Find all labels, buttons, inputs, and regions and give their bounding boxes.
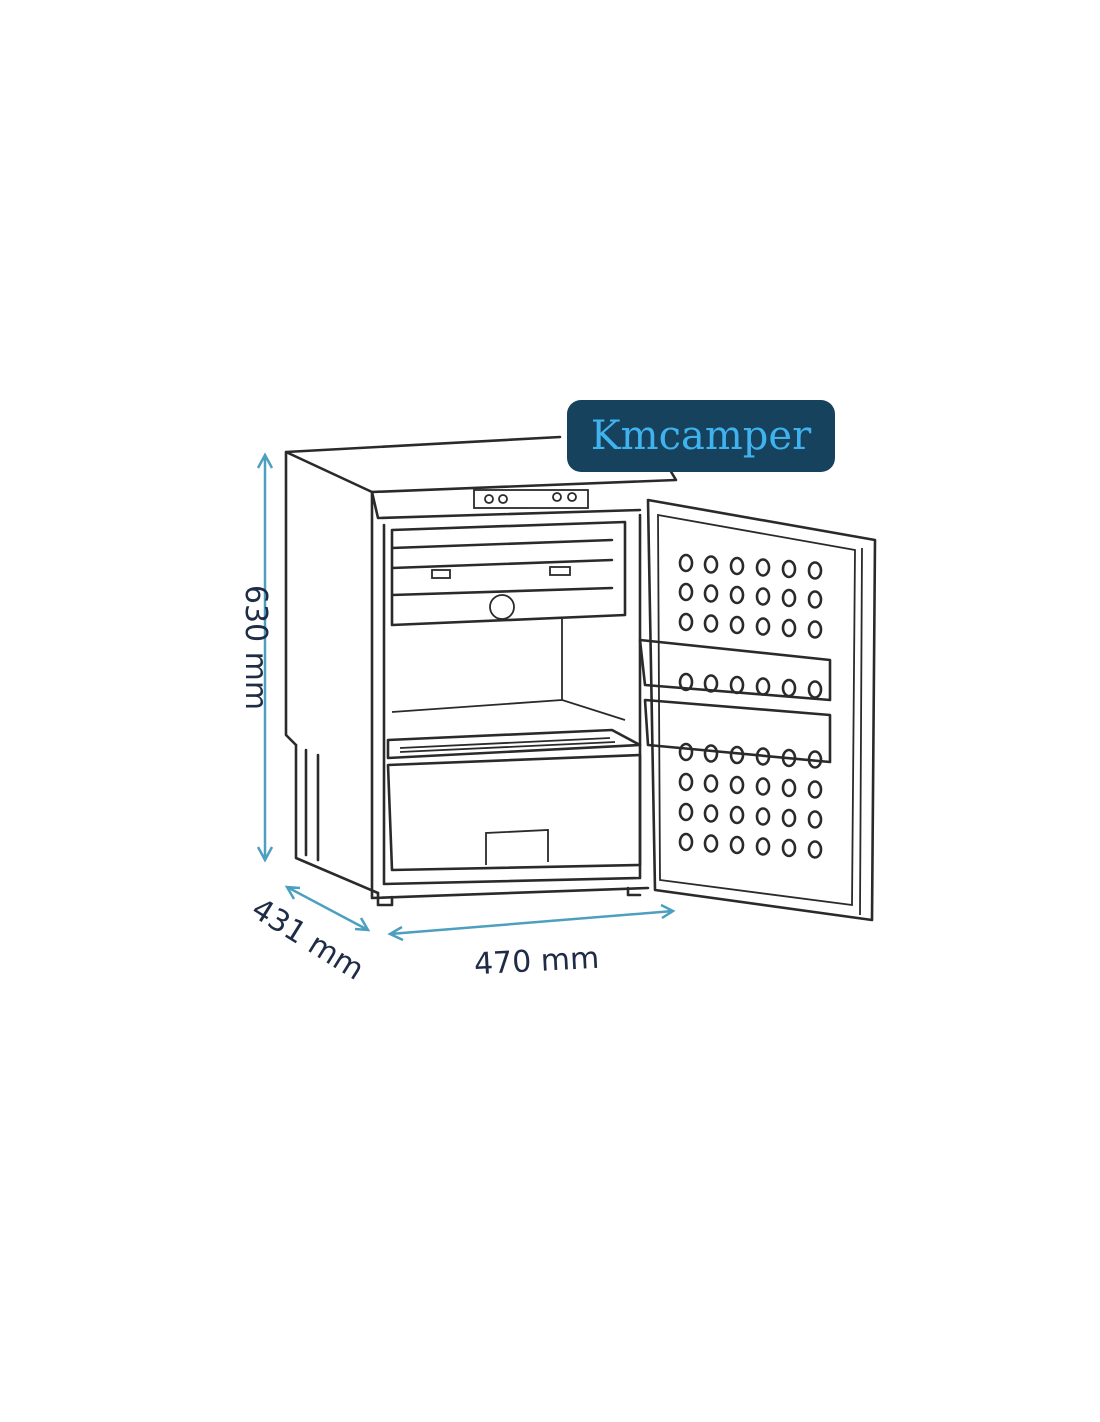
door-dimples bbox=[678, 553, 823, 859]
brand-name: Kmcamper bbox=[590, 413, 812, 459]
door-dimple bbox=[781, 808, 797, 828]
door-dimple bbox=[781, 588, 797, 608]
door-dimple bbox=[678, 553, 694, 573]
door-dimple bbox=[729, 615, 745, 635]
door-dimple bbox=[703, 774, 719, 793]
door-dimple bbox=[755, 747, 771, 766]
width-arrow bbox=[387, 903, 676, 942]
width-label: 470 mm bbox=[473, 940, 601, 983]
door-dimple bbox=[703, 744, 719, 763]
door-dimple bbox=[678, 832, 694, 852]
dimension-lines bbox=[256, 452, 676, 942]
door-dimple bbox=[703, 804, 719, 823]
door-dimple bbox=[678, 582, 694, 602]
door-dimple bbox=[729, 556, 745, 576]
door-dimple bbox=[678, 802, 694, 822]
door-dimple bbox=[678, 772, 694, 792]
door-dimple bbox=[755, 807, 771, 826]
thermostat-knob bbox=[489, 594, 515, 620]
brand-badge: Kmcamper bbox=[567, 400, 835, 472]
fridge-door bbox=[638, 498, 877, 922]
door-dimple bbox=[807, 810, 823, 829]
door-dimple bbox=[807, 780, 823, 799]
door-dimple bbox=[781, 778, 797, 798]
door-dimple bbox=[755, 677, 771, 696]
fridge-body bbox=[284, 435, 678, 907]
height-arrow bbox=[256, 452, 274, 863]
door-dimple bbox=[781, 748, 797, 768]
door-dimple bbox=[781, 618, 797, 638]
door-dimple bbox=[755, 837, 771, 856]
depth-arrow bbox=[284, 885, 371, 932]
door-dimple bbox=[703, 555, 719, 574]
height-label: 630 mm bbox=[238, 584, 274, 711]
door-dimple bbox=[703, 584, 719, 603]
door-dimple bbox=[729, 585, 745, 605]
door-dimple bbox=[807, 840, 823, 859]
door-dimple bbox=[755, 777, 771, 796]
door-dimple bbox=[807, 620, 823, 639]
door-dimple bbox=[703, 674, 719, 693]
door-dimple bbox=[807, 680, 823, 699]
door-dimple bbox=[807, 561, 823, 580]
door-dimple bbox=[729, 675, 745, 695]
door-dimple bbox=[755, 617, 771, 636]
door-dimple bbox=[781, 838, 797, 858]
door-dimple bbox=[781, 678, 797, 698]
door-dimple bbox=[807, 590, 823, 609]
door-dimple bbox=[729, 745, 745, 765]
door-dimple bbox=[755, 587, 771, 606]
door-dimple bbox=[678, 742, 694, 762]
door-dimple bbox=[729, 775, 745, 795]
door-dimple bbox=[703, 834, 719, 853]
door-dimple bbox=[781, 559, 797, 579]
door-dimple bbox=[807, 750, 823, 769]
door-dimple bbox=[755, 558, 771, 577]
door-dimple bbox=[703, 614, 719, 633]
control-panel bbox=[473, 489, 589, 509]
door-dimple bbox=[678, 612, 694, 632]
door-dimple bbox=[729, 835, 745, 855]
door-dimple bbox=[678, 672, 694, 692]
door-dimple bbox=[729, 805, 745, 825]
